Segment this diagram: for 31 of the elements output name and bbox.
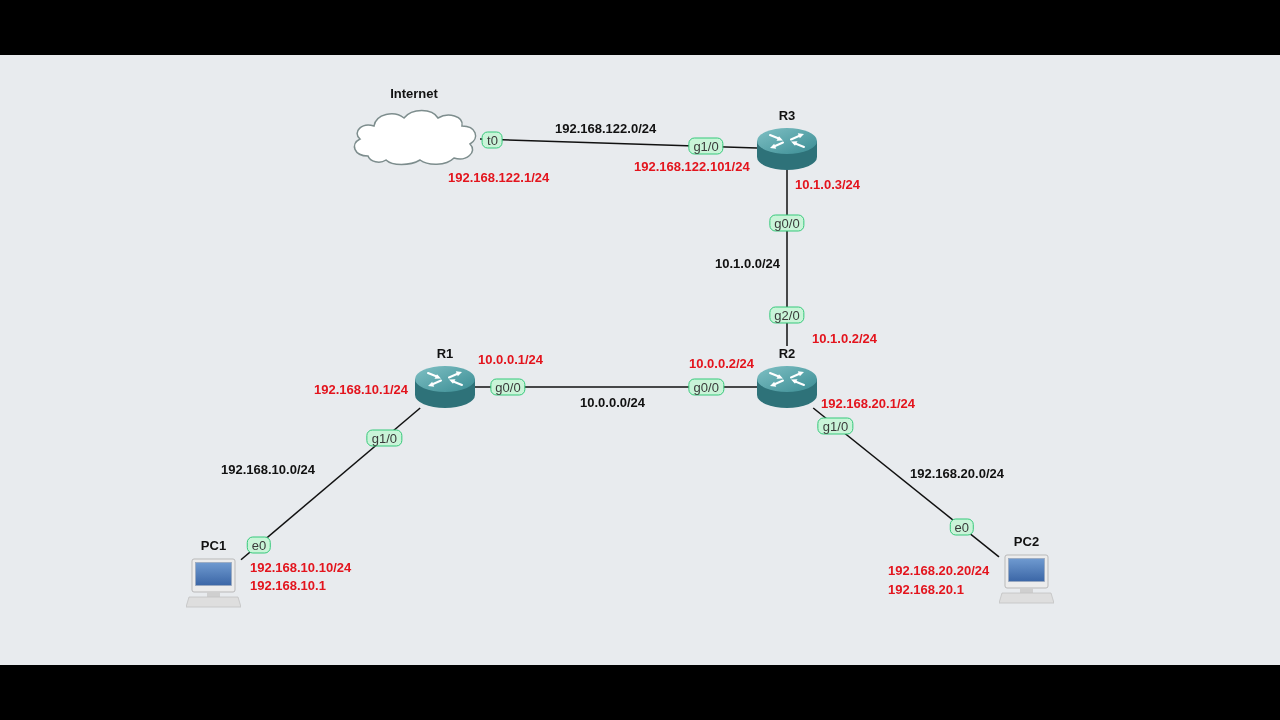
interface-tag: t0 <box>482 131 503 148</box>
interface-tag: g1/0 <box>366 429 402 447</box>
ip-address-label: 192.168.10.1/24 <box>314 382 408 397</box>
interface-tag: g0/0 <box>769 214 805 232</box>
ip-address-label: 192.168.10.10/24 <box>250 560 352 575</box>
ip-address-label: 192.168.20.20/24 <box>888 563 990 578</box>
device-name: Internet <box>390 86 438 102</box>
ip-address-label: 10.1.0.2/24 <box>812 331 878 346</box>
ip-address-label: 192.168.20.1 <box>888 582 964 597</box>
ip-address-label: 10.0.0.1/24 <box>478 352 544 367</box>
device-name: R1 <box>436 346 454 362</box>
device-name: PC1 <box>200 538 227 554</box>
subnet-label: 10.1.0.0/24 <box>715 256 781 271</box>
subnet-label: 192.168.10.0/24 <box>221 462 315 477</box>
device-name: R2 <box>778 346 796 362</box>
interface-tag: g1/0 <box>688 137 724 155</box>
ip-address-label: 192.168.20.1/24 <box>821 396 915 411</box>
interface-tag: g1/0 <box>817 417 854 435</box>
ip-address-label: 10.0.0.2/24 <box>689 356 755 371</box>
ip-address-label: 10.1.0.3/24 <box>795 177 861 192</box>
subnet-label: 192.168.20.0/24 <box>910 466 1004 481</box>
subnet-label: 10.0.0.0/24 <box>580 395 646 410</box>
ip-address-label: 192.168.122.101/24 <box>634 159 750 174</box>
device-name: PC2 <box>1013 534 1040 550</box>
ip-address-label: 192.168.10.1 <box>250 578 326 593</box>
subnet-label: 192.168.122.0/24 <box>555 121 657 136</box>
interface-tag: g0/0 <box>688 378 724 396</box>
device-name: R3 <box>778 108 796 124</box>
interface-tag: g2/0 <box>769 306 805 324</box>
ip-address-label: 192.168.122.1/24 <box>448 170 550 185</box>
interface-tag: g0/0 <box>490 378 526 396</box>
